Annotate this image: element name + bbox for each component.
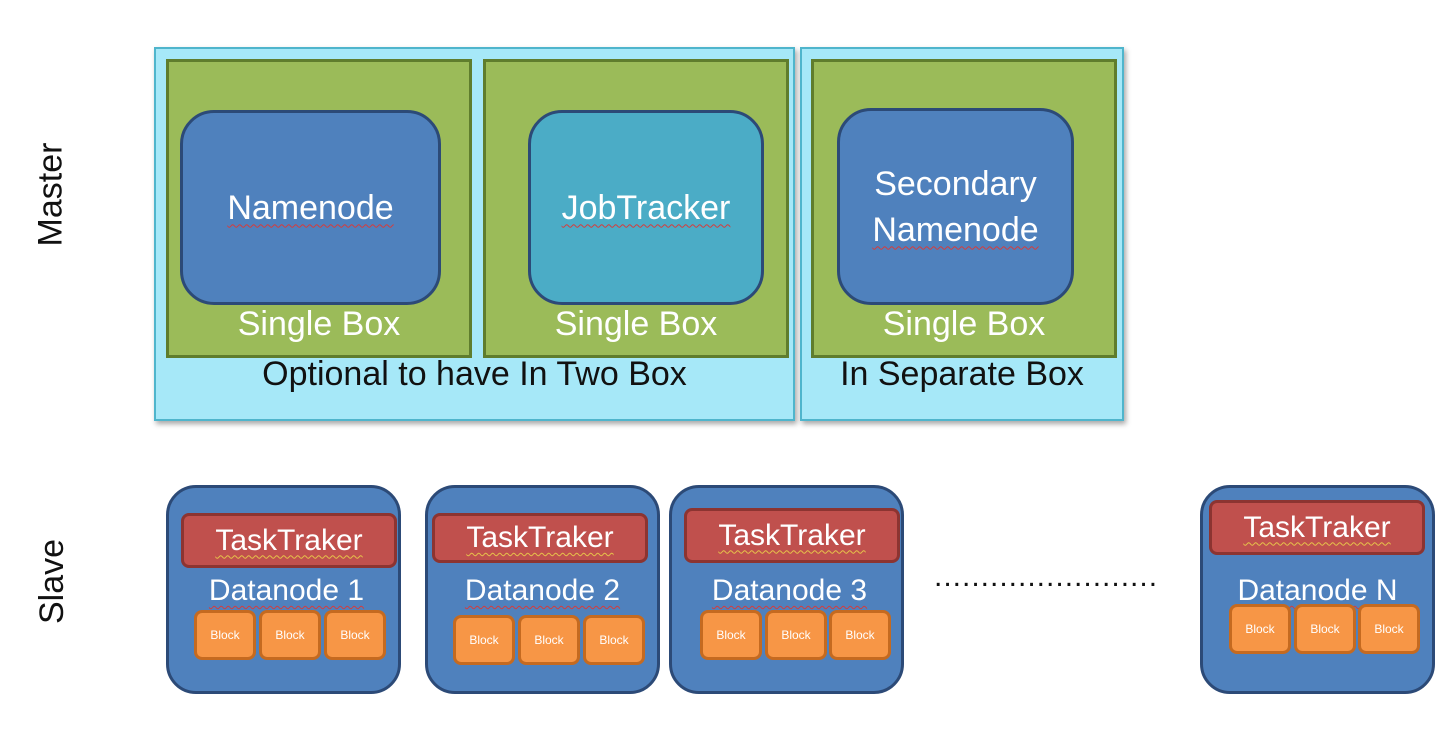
- datanode-box-n: TaskTraker Datanode N Block Block Block: [1200, 485, 1435, 694]
- datanode-n-text: Datanode N: [1237, 574, 1398, 607]
- jobtracker: JobTracker: [528, 110, 764, 305]
- tasktracker-3: TaskTraker: [684, 508, 900, 563]
- tasktracker-n: TaskTraker: [1209, 500, 1425, 555]
- tasktracker-2: TaskTraker: [432, 513, 648, 563]
- ellipsis: ........................: [934, 560, 1159, 593]
- block: Block: [324, 610, 386, 660]
- namenode: Namenode: [180, 110, 441, 305]
- group-separate-caption: In Separate Box: [840, 355, 1084, 393]
- master-row-label: Master: [31, 142, 70, 247]
- block: Block: [700, 610, 762, 660]
- block: Block: [518, 615, 580, 665]
- block: Block: [259, 610, 321, 660]
- block: Block: [583, 615, 645, 665]
- group-two-box-caption: Optional to have In Two Box: [262, 355, 687, 393]
- tasktracker-1-label: TaskTraker: [215, 523, 363, 557]
- datanode-box-1: TaskTraker Datanode 1 Block Block Block: [166, 485, 401, 694]
- datanode-box-3: TaskTraker Datanode 3 Block Block Block: [669, 485, 904, 694]
- single-box-caption-1: Single Box: [237, 305, 401, 343]
- single-box-caption-2: Single Box: [554, 305, 718, 343]
- secondary-namenode-line1: Secondary: [874, 164, 1037, 203]
- block: Block: [765, 610, 827, 660]
- slave-row-label: Slave: [33, 538, 72, 625]
- datanode-2-text: Datanode 2: [464, 574, 621, 607]
- namenode-label: Namenode: [227, 188, 394, 227]
- datanode-3-label: Datanode 3: [672, 574, 907, 608]
- datanode-3-text: Datanode 3: [711, 574, 868, 607]
- tasktracker-n-label: TaskTraker: [1243, 510, 1391, 544]
- block: Block: [194, 610, 256, 660]
- block: Block: [1229, 604, 1291, 654]
- tasktracker-3-label: TaskTraker: [718, 518, 866, 552]
- datanode-box-2: TaskTraker Datanode 2 Block Block Block: [425, 485, 660, 694]
- block: Block: [1358, 604, 1420, 654]
- block: Block: [1294, 604, 1356, 654]
- block: Block: [829, 610, 891, 660]
- tasktracker-2-label: TaskTraker: [466, 521, 614, 554]
- datanode-1-label: Datanode 1: [169, 574, 404, 608]
- block: Block: [453, 615, 515, 665]
- secondary-namenode: Secondary Namenode: [837, 108, 1074, 305]
- datanode-1-text: Datanode 1: [208, 574, 365, 607]
- jobtracker-label: JobTracker: [561, 188, 731, 227]
- tasktracker-1: TaskTraker: [181, 513, 397, 568]
- datanode-n-label: Datanode N: [1200, 574, 1435, 608]
- datanode-2-label: Datanode 2: [425, 574, 660, 608]
- secondary-namenode-line2: Namenode: [872, 210, 1039, 249]
- single-box-caption-3: Single Box: [882, 305, 1046, 343]
